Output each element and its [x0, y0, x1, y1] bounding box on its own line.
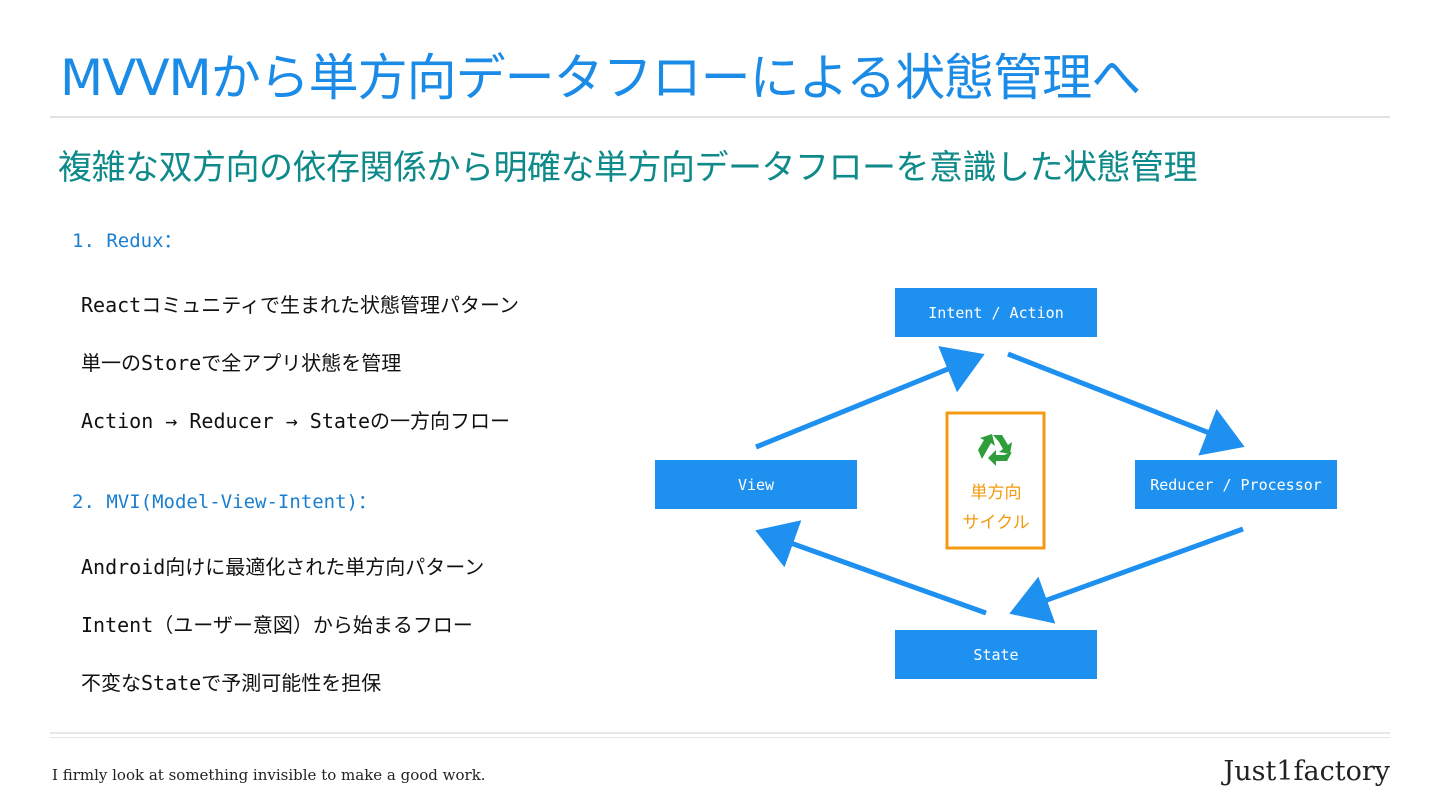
- list-item: Reactコミュニティで生まれた状態管理パターン: [81, 293, 520, 317]
- node-state: State: [895, 630, 1097, 679]
- cycle-label-line2: サイクル: [962, 513, 1029, 533]
- node-intent-action: Intent / Action: [895, 288, 1097, 337]
- arrow-view-to-intent: [755, 346, 985, 450]
- slide-title: MVVMから単方向データフローによる状態管理へ: [60, 49, 1141, 107]
- node-reducer-processor: Reducer / Processor: [1135, 460, 1337, 509]
- cycle-label-line1: 単方向: [971, 483, 1022, 503]
- node-state-label: State: [973, 646, 1018, 664]
- list-item: Intent（ユーザー意図）から始まるフロー: [81, 613, 473, 637]
- recycle-icon: [978, 434, 1012, 466]
- section-heading-mvi: 2. MVI(Model-View-Intent)：: [72, 491, 377, 513]
- footer-brand-logo: Just1factory: [1223, 756, 1390, 787]
- section-heading-redux: 1. Redux：: [72, 230, 183, 252]
- arrow-intent-to-reducer: [1007, 351, 1245, 456]
- list-item: Action → Reducer → Stateの一方向フロー: [81, 409, 510, 433]
- node-view: View: [655, 460, 857, 509]
- node-intent-label: Intent / Action: [928, 304, 1063, 322]
- node-view-label: View: [738, 476, 775, 494]
- list-item: Android向けに最適化された単方向パターン: [81, 555, 485, 579]
- cycle-center-box: 単方向 サイクル: [945, 411, 1046, 550]
- footer-divider-thin: [50, 737, 1390, 738]
- arrow-reducer-to-state: [1009, 526, 1244, 624]
- list-item: 不変なStateで予測可能性を担保: [81, 671, 382, 695]
- title-divider: [50, 116, 1390, 118]
- node-reducer-label: Reducer / Processor: [1150, 476, 1322, 494]
- slide-subtitle: 複雑な双方向の依存関係から明確な単方向データフローを意識した状態管理: [58, 148, 1198, 188]
- footer-divider: [50, 732, 1390, 734]
- list-item: 単一のStoreで全アプリ状態を管理: [81, 351, 402, 375]
- footer-tagline: I firmly look at something invisible to …: [52, 766, 486, 784]
- arrow-state-to-view: [755, 520, 987, 616]
